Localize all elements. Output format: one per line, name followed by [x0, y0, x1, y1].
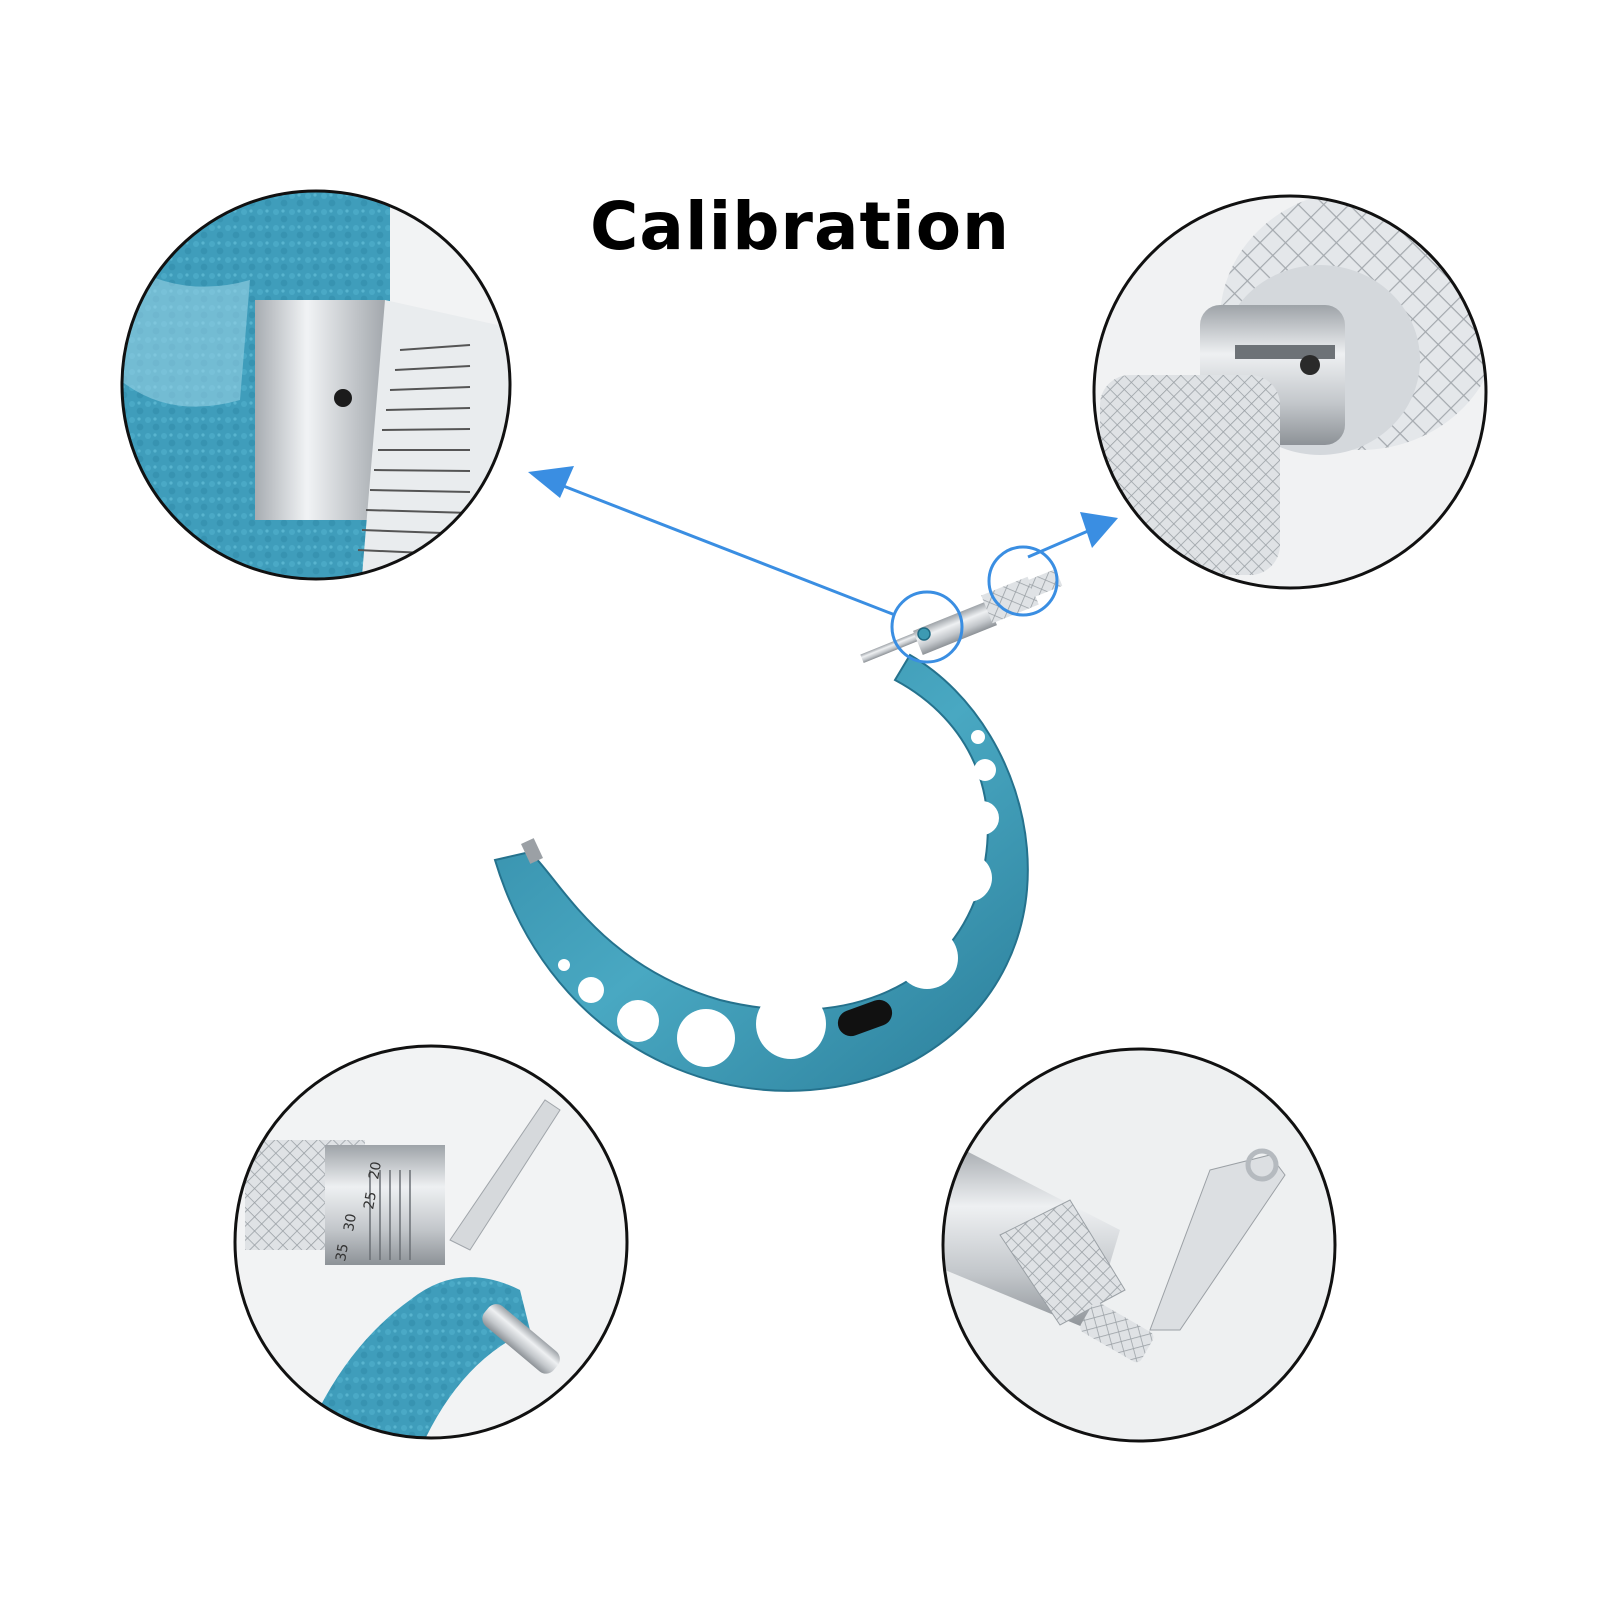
ratchet-stop [1027, 569, 1063, 597]
highlight-ratchet [987, 545, 1059, 617]
arrow-to-thimble-lock [528, 466, 896, 617]
callout-knurled-sleeve-wrench [941, 1047, 1337, 1443]
thimble-numbers: 20 25 30 35 [333, 1160, 385, 1262]
thimble [981, 576, 1039, 624]
anvil [521, 838, 543, 864]
highlight-lock [890, 590, 964, 664]
arrow-to-ratchet-knob [1027, 512, 1118, 559]
lock-screw-hole [334, 389, 352, 407]
thimble-number-30: 30 [341, 1212, 360, 1232]
thimble-number-35: 35 [333, 1242, 352, 1262]
outside-micrometer [493, 545, 1063, 1092]
callout-thimble-scale-wrench: 20 25 30 35 [233, 1044, 629, 1440]
lock-nut [917, 627, 931, 641]
thimble-number-25: 25 [361, 1190, 380, 1210]
spindle [860, 632, 920, 663]
frame-holes [558, 730, 999, 1067]
callout-ratchet-knob [1092, 194, 1488, 590]
label-plate [837, 999, 893, 1037]
callout-thimble-lock [120, 189, 512, 581]
page-title: Calibration [589, 188, 1011, 265]
sleeve [913, 600, 997, 656]
thimble-number-20: 20 [366, 1160, 385, 1180]
